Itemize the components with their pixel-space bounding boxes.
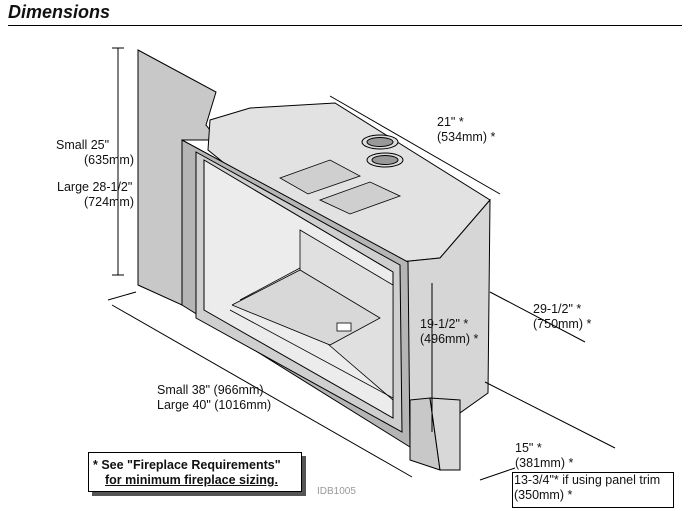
vent-grille [279, 159, 361, 195]
opening-height-mm: (496mm) * [420, 332, 479, 346]
side-depth-mm: (750mm) * [533, 317, 592, 331]
note-line2: for minimum fireplace sizing. [105, 473, 278, 487]
vent-grille [318, 181, 402, 215]
rear-depth-mm: (381mm) * [515, 456, 574, 470]
dim-width [111, 304, 413, 478]
floor-line [229, 309, 394, 399]
top-depth-mm: (534mm) * [437, 130, 496, 144]
chase-piece [429, 397, 461, 471]
wall-panel [137, 49, 220, 306]
drawing-code: IDB1005 [317, 486, 356, 497]
height-small-mm: (635mm) [84, 153, 135, 167]
dim-trim-depth [479, 467, 516, 481]
rear-depth-inches: 15" * [515, 441, 542, 455]
height-large-mm: (724mm) [84, 195, 135, 209]
width-large-label: Large 40" (1016mm) [157, 398, 272, 412]
dim-width-tick [107, 291, 137, 301]
panel-trim-line1: 13-3/4"* if using panel trim [514, 473, 661, 487]
flue-collar [371, 155, 399, 165]
side-depth-inches: 29-1/2" * [533, 302, 582, 316]
panel-trim-note-box [512, 472, 674, 508]
width-small-label: Small 38" (966mm) [157, 383, 264, 397]
panel-trim-line2: (350mm) * [514, 488, 573, 502]
flue-collar [366, 137, 394, 147]
height-large-label: Large 28-1/2" [57, 180, 133, 194]
fireplace-requirements-note: * See "Fireplace Requirements" for minim… [88, 452, 302, 492]
height-small-label: Small 25" [56, 138, 110, 152]
dim-side-depth [489, 291, 586, 343]
opening-height-inches: 19-1/2" * [420, 317, 469, 331]
section-title: Dimensions [8, 2, 111, 22]
top-depth-inches: 21" * [437, 115, 464, 129]
note-line1: * See "Fireplace Requirements" [93, 458, 281, 472]
control-box [336, 322, 352, 332]
floor-line [239, 267, 301, 301]
dim-rear-depth [484, 381, 616, 449]
dim-top-depth [329, 95, 501, 195]
title-underline [8, 25, 682, 26]
